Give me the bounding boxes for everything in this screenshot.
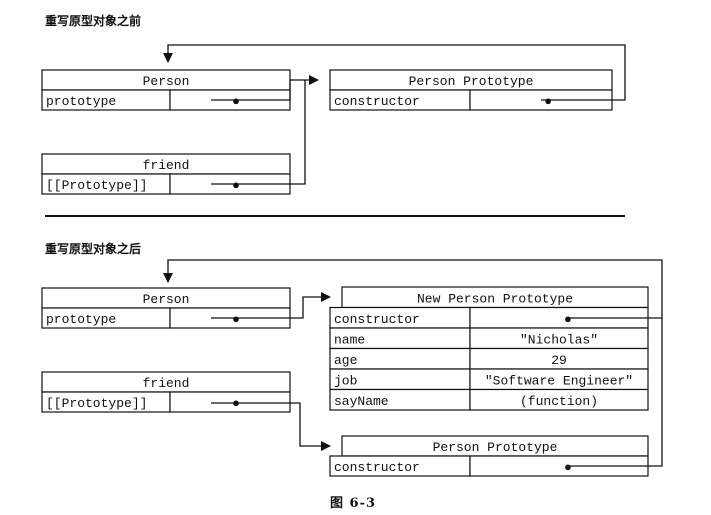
box-title: friend (143, 158, 190, 173)
row-value-label: (function) (520, 394, 598, 409)
row-key-label: job (334, 374, 357, 389)
row-key-label: constructor (334, 312, 420, 327)
link-before-person-prototype (211, 75, 319, 101)
row-value-cell (469, 388, 649, 411)
object-box-before-proto: Person Prototype constructor ● (329, 69, 613, 111)
object-box-after-friend: friend[[Prototype]]● (41, 371, 291, 413)
object-boxes: Personprototype●friend[[Prototype]]●Pers… (41, 69, 649, 477)
row-value-label: 29 (551, 353, 567, 368)
row-value-cell (169, 391, 291, 413)
box-title: Person Prototype (409, 74, 534, 89)
link-after-new-constructor (163, 259, 663, 319)
row-key-label: [[Prototype]] (46, 396, 147, 411)
row-key-label: constructor (334, 460, 420, 475)
link-after-person-prototype (211, 292, 331, 319)
row-key-label: constructor (334, 94, 420, 109)
row-key-label: prototype (46, 312, 116, 327)
row-key-label: [[Prototype]] (46, 178, 147, 193)
pointer-dot-icon: ● (232, 94, 240, 109)
row-key-label: age (334, 353, 357, 368)
row-value-label: "Software Engineer" (485, 374, 633, 389)
section-heading-after: 重写原型对象之后 (45, 242, 142, 256)
object-box-after-person: Person prototype ● (41, 287, 291, 329)
row-value-label: "Nicholas" (520, 333, 598, 348)
object-box-before-friend: friend [[Prototype]] ● (41, 153, 291, 195)
link-after-old-constructor (566, 318, 663, 467)
figure-caption: 图 6-3 (330, 496, 377, 511)
pointer-links (45, 44, 663, 467)
box-title: friend (143, 376, 190, 391)
box-title: Person (143, 292, 190, 307)
box-title: New Person Prototype (417, 292, 573, 307)
box-title: Person Prototype (433, 440, 558, 455)
pointer-dot-icon: ● (564, 460, 572, 475)
row-key-label: sayName (334, 394, 389, 409)
link-before-constructor (163, 44, 626, 101)
row-key-label: name (334, 333, 365, 348)
object-box-before-person: Person prototype ● (41, 69, 291, 111)
link-after-friend-prototype (211, 402, 331, 451)
box-title: Person (143, 74, 190, 89)
pointer-dot-icon: ● (564, 312, 572, 327)
pointer-dot-icon: ● (544, 94, 552, 109)
row-key-label: prototype (46, 94, 116, 109)
link-before-friend-prototype (211, 80, 306, 185)
object-box-after-old-proto: Person Prototype constructor ● (329, 435, 649, 477)
object-box-after-new-proto: New Person Prototype constructor ● name "Nic… (329, 286, 649, 411)
section-heading-before: 重写原型对象之前 (45, 14, 142, 28)
pointer-dot-icon: ● (232, 312, 240, 327)
pointer-dot-icon: ● (232, 178, 240, 193)
